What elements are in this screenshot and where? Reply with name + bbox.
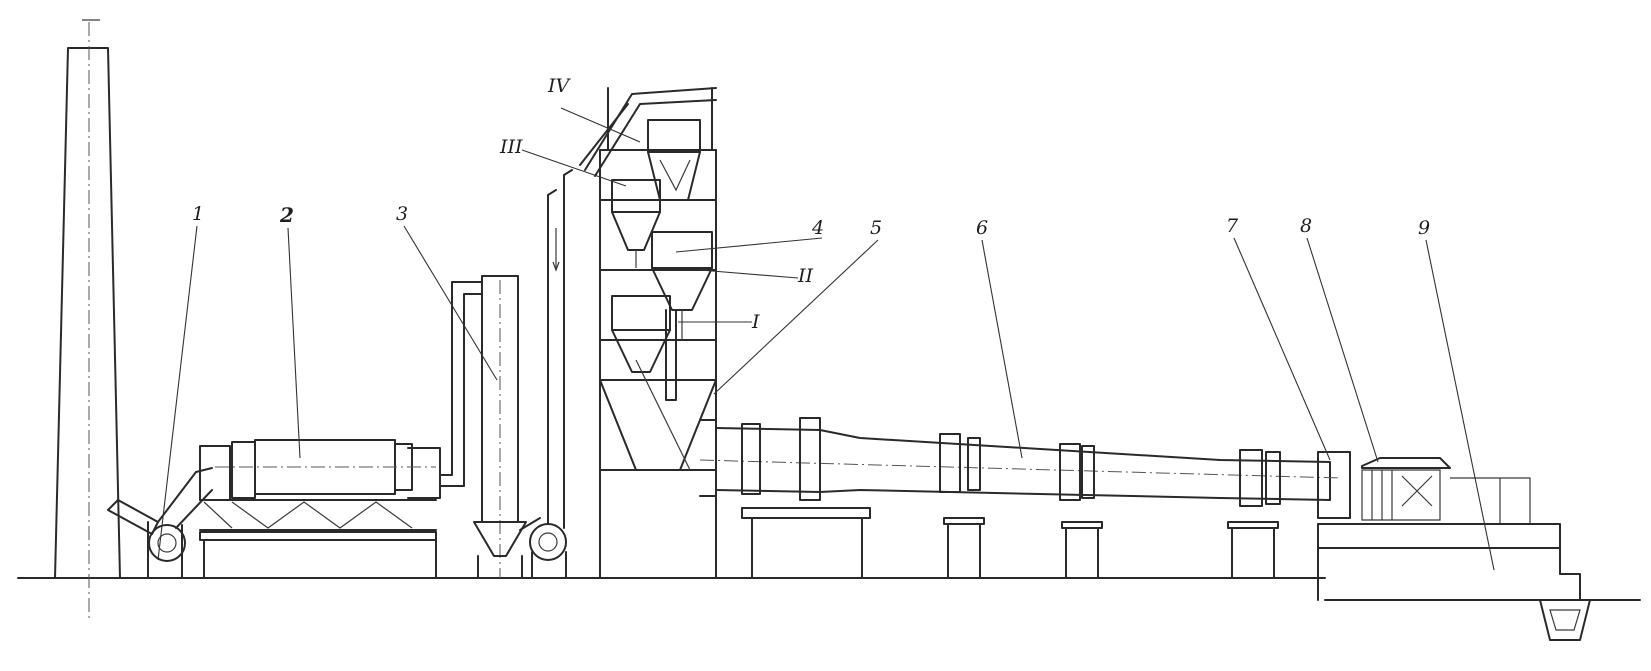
label-3: 3	[396, 203, 408, 225]
preheater-hopper	[599, 359, 717, 471]
chimney	[54, 19, 121, 620]
label-ii: II	[797, 265, 814, 287]
induced-draft-fan	[519, 517, 567, 579]
cyclone-stage-i	[611, 295, 677, 401]
exhaust-fan	[107, 467, 213, 579]
cyclone-3	[473, 275, 527, 579]
label-i: I	[751, 311, 760, 333]
ground-line	[17, 577, 1641, 601]
label-8: 8	[1300, 215, 1312, 237]
label-1: 1	[192, 203, 204, 225]
label-5: 5	[870, 217, 882, 239]
cyclone-stage-ii	[651, 231, 713, 340]
burner-assembly	[1361, 457, 1531, 525]
kiln-hood	[1317, 451, 1351, 519]
cyclone-stage-iv	[647, 119, 701, 201]
cyclone-stage-iii	[611, 179, 661, 268]
label-2: 2	[279, 203, 294, 227]
label-6: 6	[976, 217, 988, 239]
gas-duct	[439, 281, 483, 487]
label-4: 4	[811, 217, 824, 239]
label-iii: III	[499, 136, 523, 158]
riser-duct	[547, 87, 717, 529]
label-9: 9	[1418, 217, 1430, 239]
label-7: 7	[1226, 215, 1239, 237]
label-iv: IV	[547, 75, 572, 97]
kiln-supports	[741, 507, 1279, 579]
dust-collector	[199, 439, 441, 579]
clinker-cooler	[1317, 523, 1591, 641]
leader-lines	[157, 107, 1495, 571]
rotary-kiln	[699, 417, 1341, 507]
